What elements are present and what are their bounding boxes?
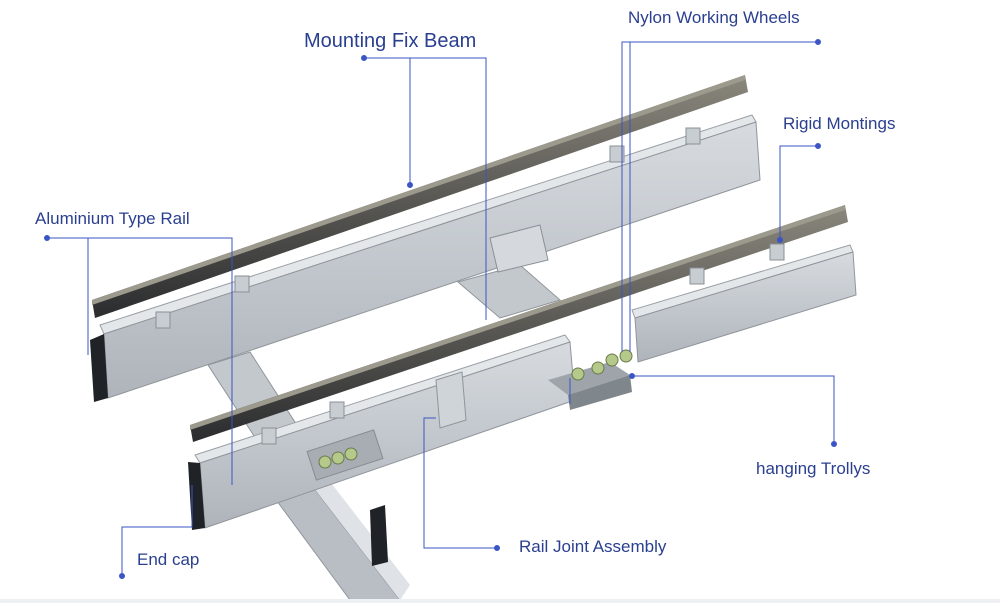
rigid-mountings	[155, 127, 785, 445]
label-rigid-montings: Rigid Montings	[783, 114, 896, 133]
label-end-cap: End cap	[137, 550, 200, 569]
wheel	[619, 349, 633, 363]
wheel	[571, 367, 585, 381]
aluminium-rail-lower-left	[188, 334, 576, 566]
label-aluminium-type-rail: Aluminium Type Rail	[35, 209, 190, 228]
mounting-fix-beam-upper	[92, 75, 748, 318]
hanging-trolley-right	[548, 349, 633, 410]
aluminium-rail-upper	[90, 114, 761, 402]
leader-lines	[44, 39, 837, 579]
bottom-border	[0, 599, 1000, 603]
mounting-fix-beam-lower	[190, 205, 848, 442]
wheel	[605, 353, 619, 367]
label-nylon-working-wheels: Nylon Working Wheels	[628, 8, 800, 27]
wheel	[591, 361, 605, 375]
end-cap-cross	[370, 505, 388, 566]
hanging-trolley-left	[306, 429, 384, 481]
end-cap-upper-left	[90, 334, 108, 402]
aluminium-rail-lower-right	[631, 244, 857, 363]
label-rail-joint-assembly: Rail Joint Assembly	[519, 537, 667, 556]
label-hanging-trollys: hanging Trollys	[756, 459, 871, 478]
label-mounting-fix-beam: Mounting Fix Beam	[304, 30, 477, 52]
rail-joint-plate	[435, 371, 467, 429]
